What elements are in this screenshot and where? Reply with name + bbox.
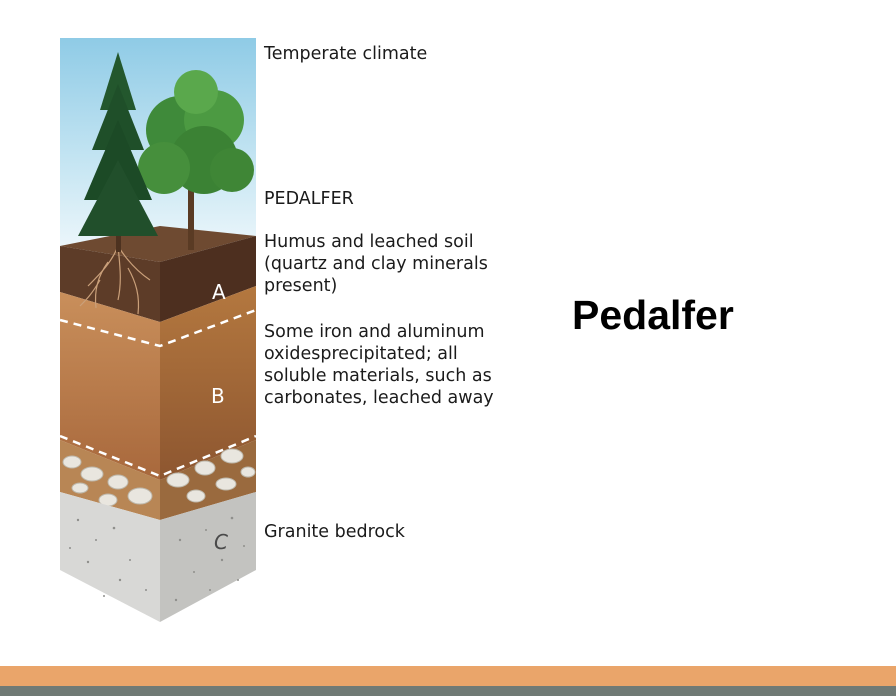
- boundary-a-b: [59, 308, 257, 348]
- soil-surface: [60, 226, 256, 262]
- horizon-b-description: Some iron and aluminum oxidesprecipitate…: [264, 322, 494, 408]
- horizon-a-description: Humus and leached soil (quartz and clay …: [264, 232, 488, 296]
- conifer-tree: [78, 52, 158, 252]
- horizon-a-side: [160, 236, 256, 322]
- climate-label: Temperate climate: [264, 44, 428, 64]
- rubble-stones: [62, 448, 256, 507]
- horizon-c-label: C: [214, 530, 228, 554]
- soil-type-label: PEDALFER: [264, 189, 354, 209]
- boundary-b-c: [59, 434, 257, 478]
- bedrock-speckles: [69, 516, 245, 602]
- horizon-b-label: B: [211, 384, 225, 408]
- horizon-b-side: [160, 286, 256, 480]
- horizon-c-description: Granite bedrock: [264, 522, 405, 542]
- horizon-a-label: A: [212, 280, 226, 304]
- slide-title: Pedalfer: [572, 292, 734, 338]
- deciduous-tree: [138, 70, 254, 250]
- horizon-a-front: [60, 246, 160, 322]
- footer-base-bar: [0, 686, 896, 696]
- footer-accent-bar: [0, 666, 896, 686]
- bedrock-front: [60, 492, 160, 622]
- bedrock-side: [160, 492, 256, 622]
